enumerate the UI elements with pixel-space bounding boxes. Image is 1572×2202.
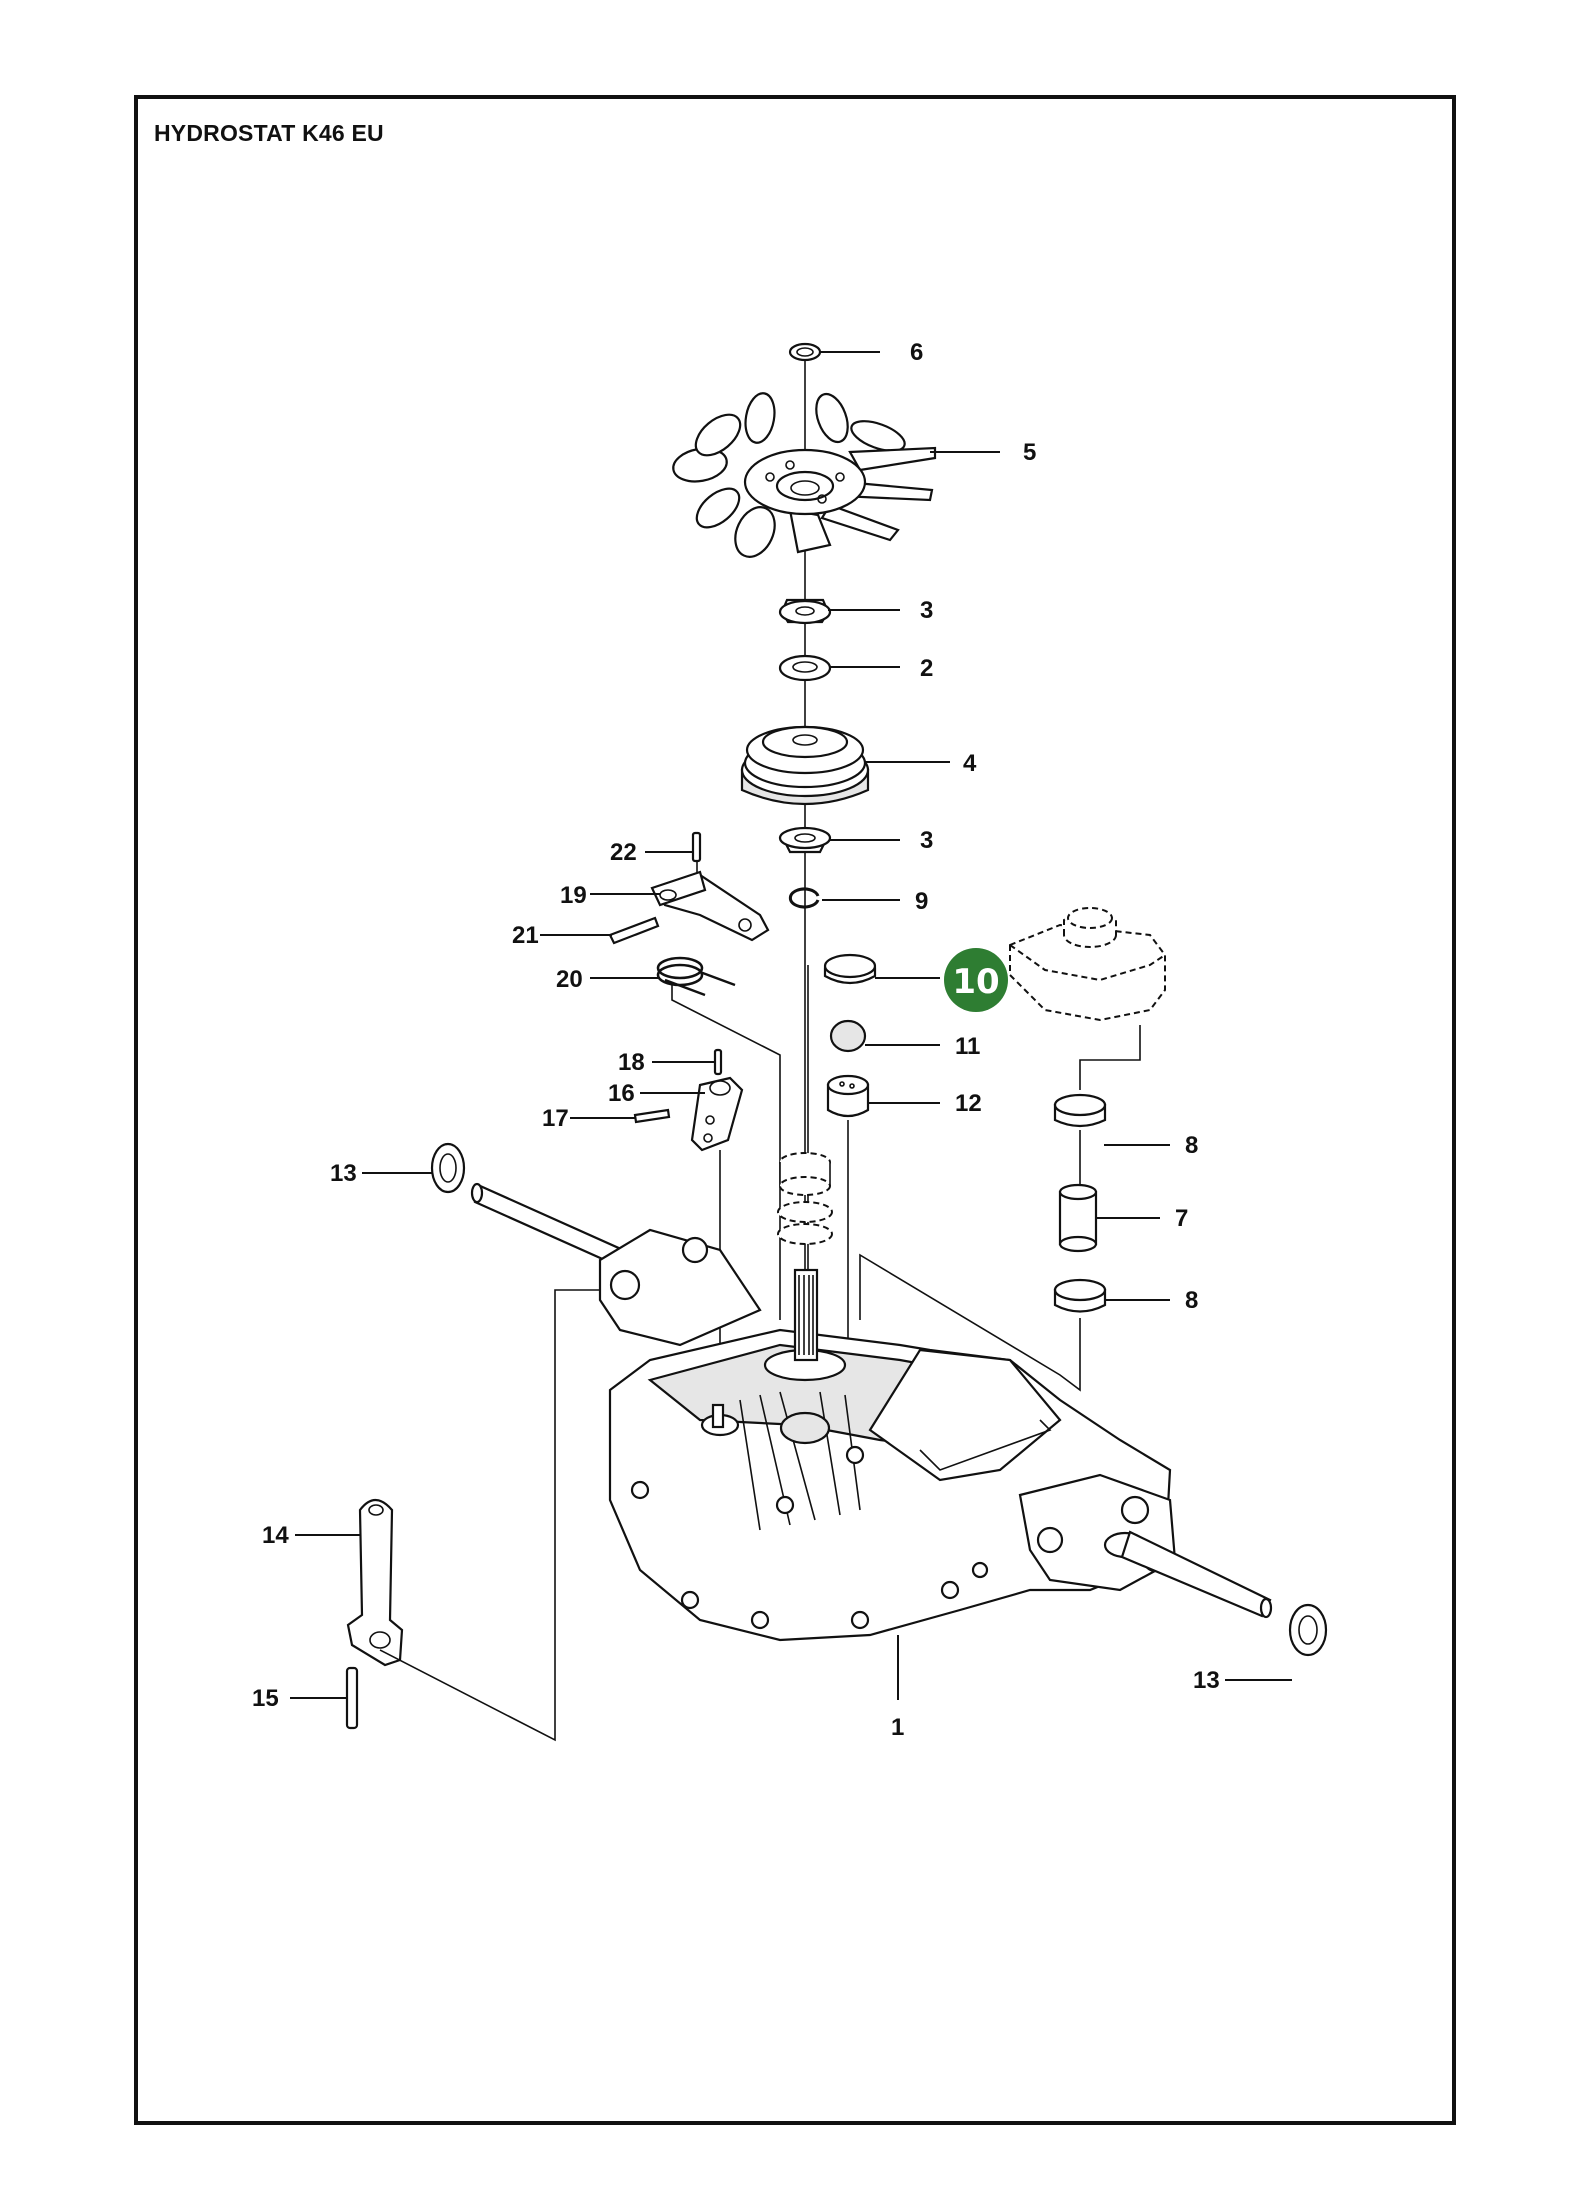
part-15-pin[interactable] (345, 1666, 359, 1730)
part-5-fan[interactable] (671, 390, 937, 563)
part-21-pin[interactable] (608, 916, 660, 945)
callout-10-highlight[interactable]: 10 (944, 948, 1008, 1012)
part-3-nut-upper[interactable] (778, 598, 832, 625)
callout-16[interactable]: 16 (608, 1080, 635, 1107)
page-title: HYDROSTAT K46 EU (154, 120, 384, 146)
reservoir-tank (1009, 907, 1166, 1022)
part-4-pulley[interactable] (740, 725, 870, 806)
part-17-pin[interactable] (633, 1108, 671, 1124)
callout-8-lower[interactable]: 8 (1185, 1287, 1198, 1314)
callout-17[interactable]: 17 (542, 1105, 569, 1132)
callout-13-right[interactable]: 13 (1193, 1667, 1220, 1694)
part-11-filter[interactable] (829, 1019, 867, 1053)
part-1-transaxle-housing[interactable] (598, 1228, 1177, 1642)
callout-12[interactable]: 12 (955, 1090, 982, 1117)
callout-9[interactable]: 9 (915, 888, 928, 915)
callout-6[interactable]: 6 (910, 339, 923, 366)
callout-11[interactable]: 11 (955, 1033, 980, 1060)
part-6-ring[interactable] (788, 342, 822, 362)
part-10-cap[interactable] (823, 953, 877, 985)
callout-15[interactable]: 15 (252, 1685, 279, 1712)
part-7-hose[interactable] (1058, 1183, 1098, 1253)
callout-21[interactable]: 21 (512, 922, 539, 949)
callout-10: 10 (952, 962, 999, 1002)
callout-2[interactable]: 2 (920, 655, 933, 682)
callout-4[interactable]: 4 (963, 750, 977, 777)
drawing-frame (134, 95, 1456, 2125)
right-axle (1103, 1530, 1273, 1619)
part-13-seal-left[interactable] (430, 1142, 466, 1194)
part-12-bracket[interactable] (826, 1074, 870, 1118)
callout-1[interactable]: 1 (891, 1714, 904, 1741)
shaft-seals (777, 1152, 833, 1245)
callout-19[interactable]: 19 (560, 882, 587, 909)
callout-7[interactable]: 7 (1175, 1205, 1188, 1232)
part-20-spring[interactable] (656, 956, 736, 997)
callout-8-upper[interactable]: 8 (1185, 1132, 1198, 1159)
leader-lines (290, 351, 1292, 1700)
callout-5[interactable]: 5 (1023, 439, 1036, 466)
callout-3-upper[interactable]: 3 (920, 597, 933, 624)
part-18-pin[interactable] (713, 1048, 723, 1076)
part-13-seal-right[interactable] (1288, 1603, 1328, 1657)
part-16-arm[interactable] (690, 1076, 744, 1152)
callout-labels: 6 5 3 2 4 3 22 19 9 21 10 20 11 18 16 12… (252, 339, 1220, 1741)
part-2-washer[interactable] (778, 654, 832, 682)
part-19-control-arm[interactable] (650, 870, 770, 942)
part-3-collar-lower[interactable] (778, 826, 832, 854)
part-22-pin[interactable] (691, 831, 702, 863)
callout-3-lower[interactable]: 3 (920, 827, 933, 854)
part-8-clamp-lower[interactable] (1053, 1278, 1107, 1313)
callout-22[interactable]: 22 (610, 839, 637, 866)
part-14-bypass-arm[interactable] (346, 1498, 404, 1667)
callout-13-left[interactable]: 13 (330, 1160, 357, 1187)
callout-20[interactable]: 20 (556, 966, 583, 993)
part-9-e-clip[interactable] (788, 887, 820, 909)
callout-18[interactable]: 18 (618, 1049, 645, 1076)
part-8-clamp-upper[interactable] (1053, 1093, 1107, 1128)
callout-14[interactable]: 14 (262, 1522, 289, 1549)
